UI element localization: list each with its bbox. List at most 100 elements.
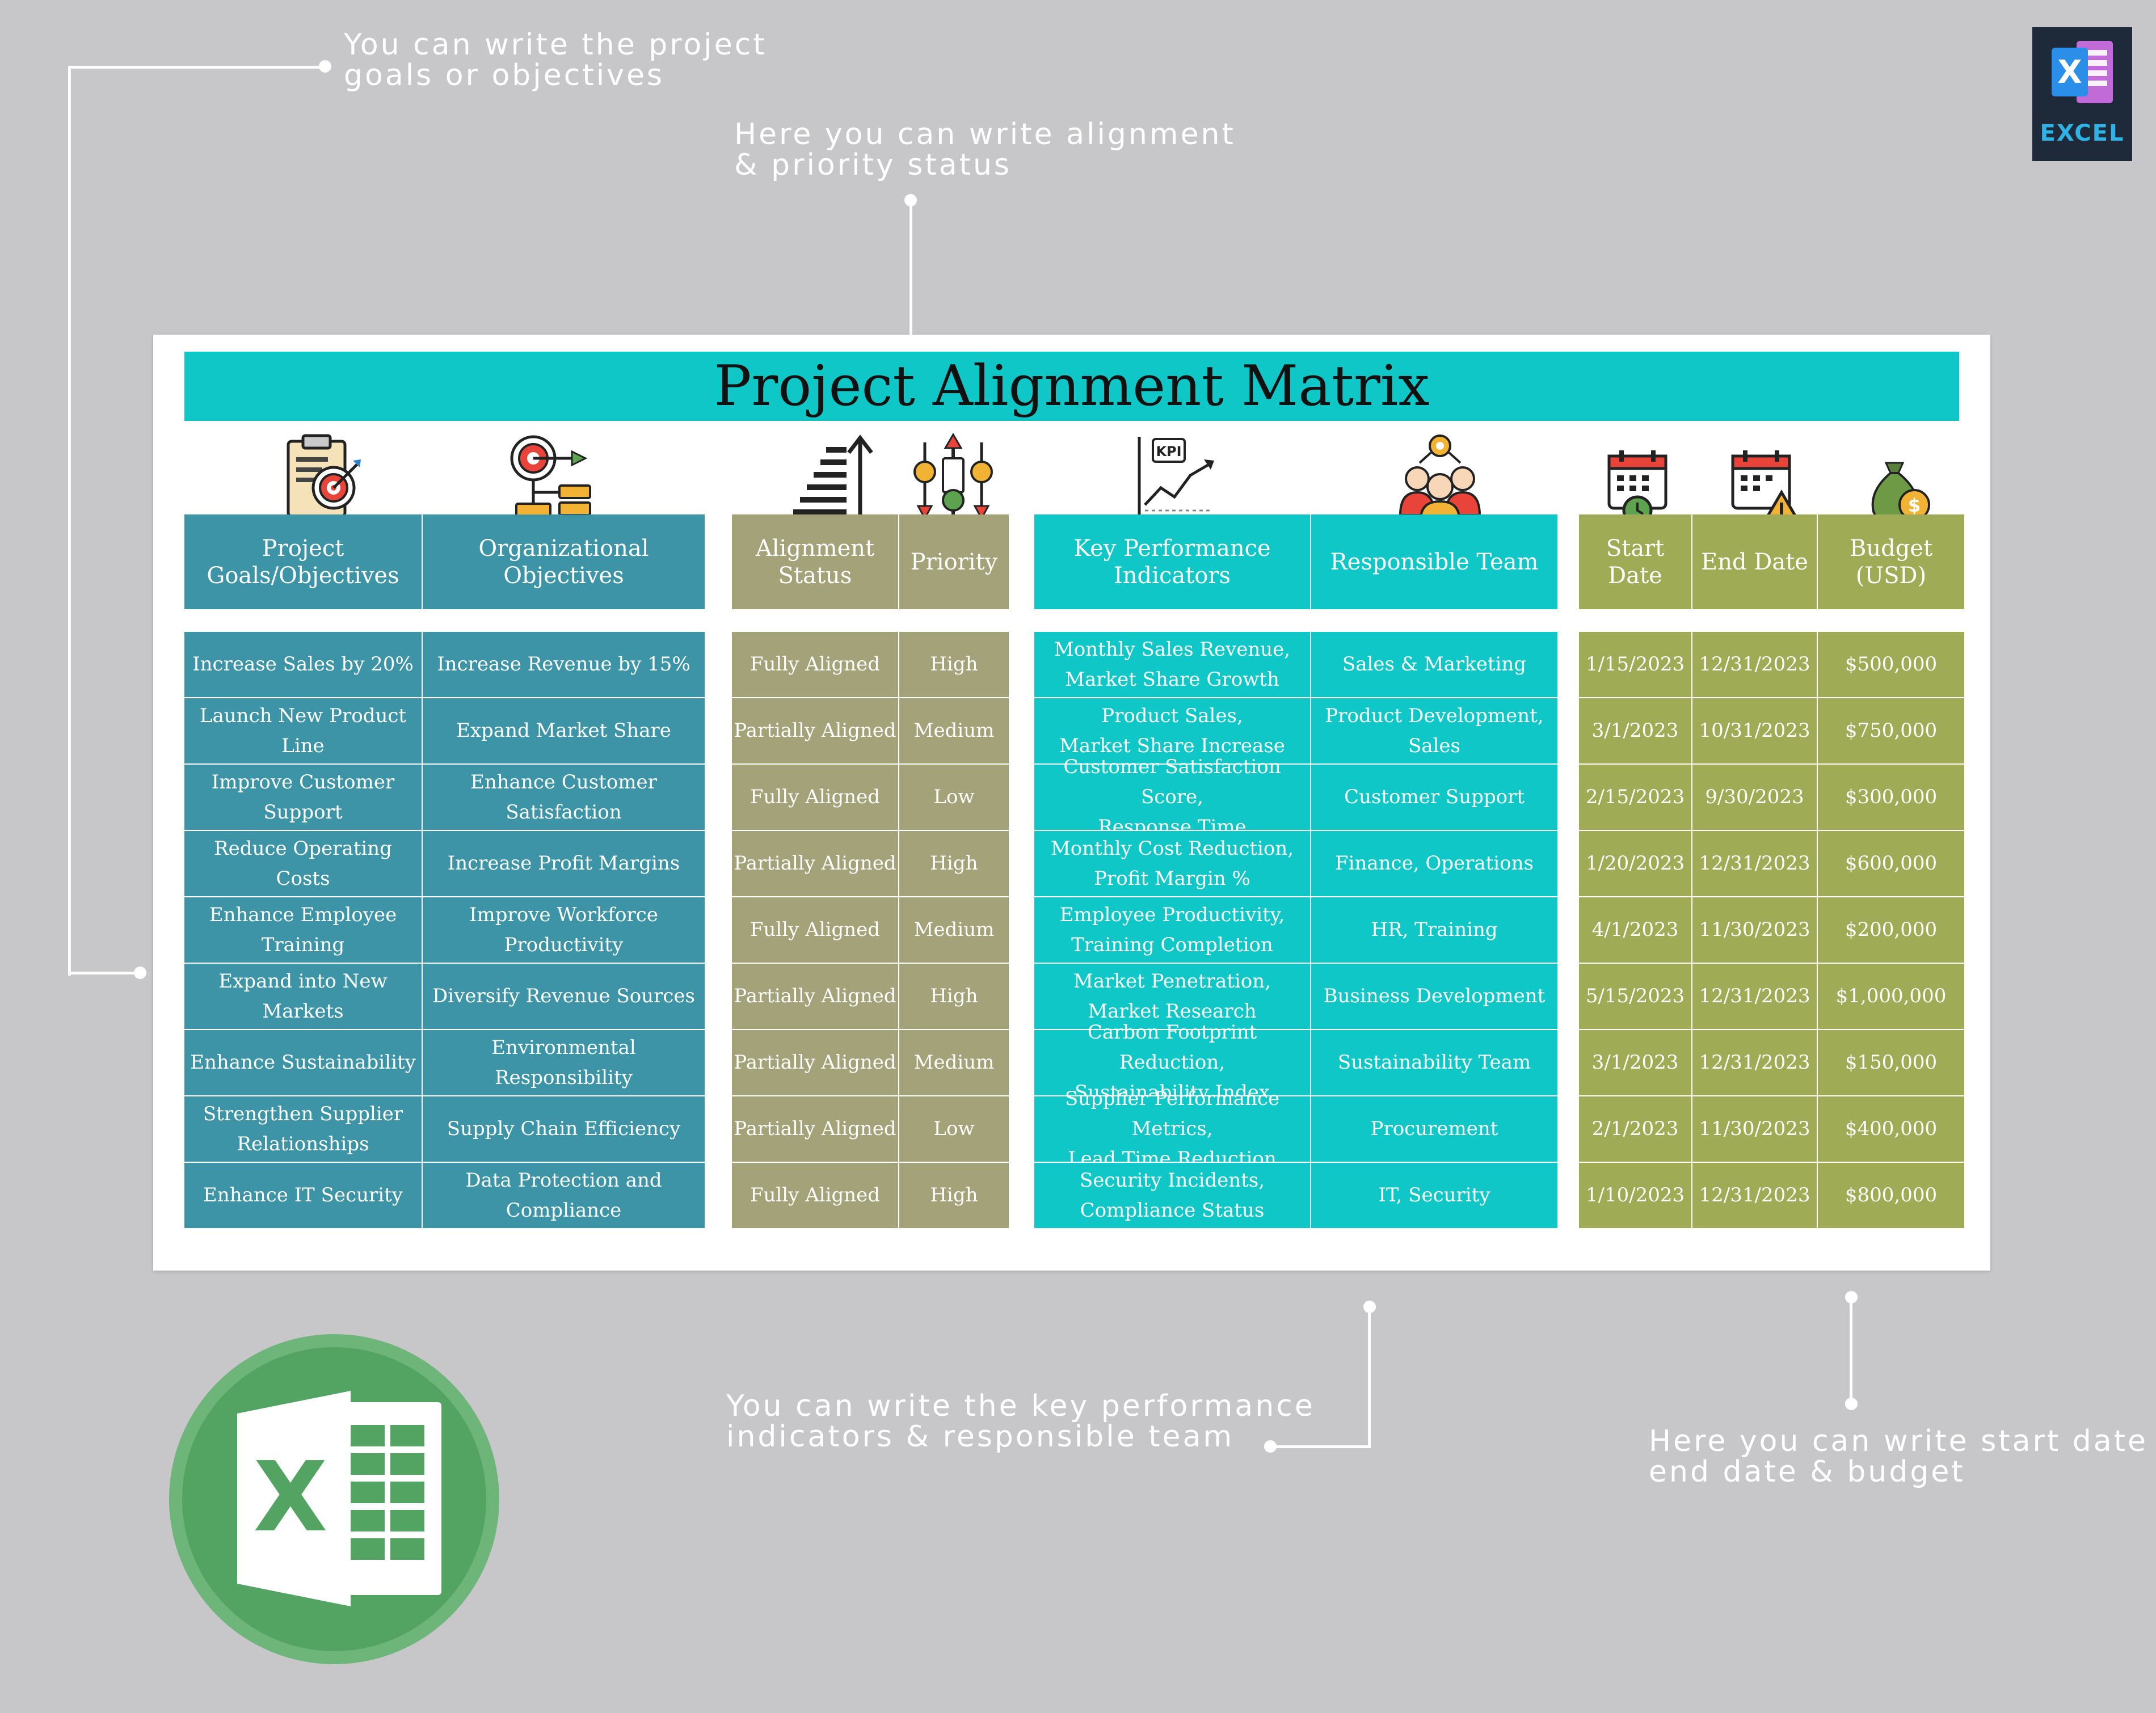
callout-alignment-line1: Here you can write alignment xyxy=(734,117,1236,151)
priority-cell: Medium xyxy=(899,698,1009,763)
priority-cell: Medium xyxy=(899,1030,1009,1095)
responsible-team-cell: HR, Training xyxy=(1311,897,1557,963)
end-date-cell: 12/31/2023 xyxy=(1692,632,1817,697)
alignment-status-cell: Partially Aligned xyxy=(732,964,898,1029)
start-date-cell: 3/1/2023 xyxy=(1579,1030,1691,1095)
calendar-clock-icon xyxy=(1607,450,1667,526)
connector-line xyxy=(1270,1445,1371,1448)
excel-tile-icon: X xyxy=(2052,41,2113,103)
svg-text:X: X xyxy=(2057,54,2082,91)
org-objective-cell: Diversify Revenue Sources xyxy=(423,964,705,1029)
budget-cell: $750,000 xyxy=(1818,698,1964,763)
connector-line xyxy=(68,66,325,69)
alignment-status-cell: Partially Aligned xyxy=(732,1096,898,1162)
money-bag-icon: $ xyxy=(1871,462,1930,525)
start-date-cell: 4/1/2023 xyxy=(1579,897,1691,963)
priority-cell: High xyxy=(899,964,1009,1029)
kpi-cell: Security Incidents, Compliance Status xyxy=(1034,1163,1310,1228)
responsible-team-cell: Sustainability Team xyxy=(1311,1030,1557,1095)
org-objective-cell: Expand Market Share xyxy=(423,698,705,763)
alignment-status-cell: Fully Aligned xyxy=(732,765,898,830)
priority-rank-icon xyxy=(913,433,993,521)
budget-cell: $300,000 xyxy=(1818,765,1964,830)
start-date-cell: 1/15/2023 xyxy=(1579,632,1691,697)
budget-cell: $500,000 xyxy=(1818,632,1964,697)
end-date-cell: 12/31/2023 xyxy=(1692,831,1817,896)
header-organizational-objectives: Organizational Objectives xyxy=(423,514,705,609)
end-date-cell: 10/31/2023 xyxy=(1692,698,1817,763)
priority-cell: High xyxy=(899,1163,1009,1228)
connector-line xyxy=(68,972,141,974)
callout-dates-line1: Here you can write start date xyxy=(1649,1424,2149,1458)
callout-alignment-line2: & priority status xyxy=(734,148,1012,182)
end-date-cell: 12/31/2023 xyxy=(1692,964,1817,1029)
priority-cell: High xyxy=(899,831,1009,896)
goal-cell: Expand into New Markets xyxy=(184,964,422,1029)
goal-cell: Launch New Product Line xyxy=(184,698,422,763)
connector-dot xyxy=(134,967,146,979)
callout-dates-line2: end date & budget xyxy=(1649,1455,1965,1489)
budget-cell: $1,000,000 xyxy=(1818,964,1964,1029)
connector-line xyxy=(1850,1297,1852,1408)
responsible-team-cell: Procurement xyxy=(1311,1096,1557,1162)
header-kpi: Key Performance Indicators xyxy=(1034,514,1310,609)
callout-kpi-line1: You can write the key performance xyxy=(726,1389,1315,1423)
header-alignment-status: Alignment Status xyxy=(732,514,898,609)
responsible-team-cell: Customer Support xyxy=(1311,765,1557,830)
end-date-cell: 11/30/2023 xyxy=(1692,1096,1817,1162)
callout-goals: You can write the project goals or objec… xyxy=(344,29,767,91)
goal-cell: Enhance IT Security xyxy=(184,1163,422,1228)
budget-cell: $150,000 xyxy=(1818,1030,1964,1095)
excel-logo-icon: X xyxy=(169,1334,499,1664)
connector-dot xyxy=(1845,1398,1858,1410)
kpi-cell: Monthly Cost Reduction, Profit Margin % xyxy=(1034,831,1310,896)
svg-text:X: X xyxy=(253,1441,327,1554)
start-date-cell: 5/15/2023 xyxy=(1579,964,1691,1029)
end-date-cell: 11/30/2023 xyxy=(1692,897,1817,963)
alignment-status-cell: Partially Aligned xyxy=(732,698,898,763)
title-bar: Project Alignment Matrix xyxy=(184,352,1959,421)
connector-dot xyxy=(319,60,331,73)
kpi-cell: Carbon Footprint Reduction, Sustainabili… xyxy=(1034,1021,1310,1104)
connector-line xyxy=(909,200,912,335)
org-objective-cell: Improve Workforce Productivity xyxy=(423,897,705,963)
priority-cell: Medium xyxy=(899,897,1009,963)
responsible-team-cell: Product Development, Sales xyxy=(1311,698,1557,763)
kpi-cell: Customer Satisfaction Score, Response Ti… xyxy=(1034,756,1310,838)
callout-goals-line2: goals or objectives xyxy=(344,58,665,92)
alignment-status-cell: Partially Aligned xyxy=(732,831,898,896)
budget-cell: $800,000 xyxy=(1818,1163,1964,1228)
callout-dates: Here you can write start date end date &… xyxy=(1649,1426,2148,1487)
goal-cell: Enhance Employee Training xyxy=(184,897,422,963)
budget-cell: $200,000 xyxy=(1818,897,1964,963)
callout-alignment: Here you can write alignment & priority … xyxy=(734,119,1236,180)
org-objective-cell: Increase Profit Margins xyxy=(423,831,705,896)
kpi-cell: Supplier Performance Metrics, Lead Time … xyxy=(1034,1087,1310,1170)
callout-goals-line1: You can write the project xyxy=(344,28,767,62)
bars-arrow-up-icon xyxy=(793,434,873,516)
clipboard-target-icon xyxy=(287,434,361,518)
target-network-icon xyxy=(510,435,591,518)
page-title: Project Alignment Matrix xyxy=(714,354,1430,419)
budget-cell: $600,000 xyxy=(1818,831,1964,896)
kpi-chart-icon: KPI xyxy=(1138,437,1216,518)
callout-kpi: You can write the key performance indica… xyxy=(726,1391,1315,1452)
header-project-goals: Project Goals/Objectives xyxy=(184,514,422,609)
priority-cell: Low xyxy=(899,1096,1009,1162)
header-budget: Budget (USD) xyxy=(1818,514,1964,609)
alignment-status-cell: Partially Aligned xyxy=(732,1030,898,1095)
kpi-cell: Market Penetration, Market Research xyxy=(1034,964,1310,1029)
header-end-date: End Date xyxy=(1692,514,1817,609)
alignment-status-cell: Fully Aligned xyxy=(732,632,898,697)
matrix-sheet: Project Alignment Matrix xyxy=(153,335,1990,1271)
goal-cell: Enhance Sustainability xyxy=(184,1030,422,1095)
svg-text:KPI: KPI xyxy=(1156,444,1181,459)
end-date-cell: 12/31/2023 xyxy=(1692,1163,1817,1228)
connector-dot xyxy=(1264,1440,1277,1453)
alignment-status-cell: Fully Aligned xyxy=(732,897,898,963)
kpi-cell: Monthly Sales Revenue, Market Share Grow… xyxy=(1034,632,1310,697)
start-date-cell: 1/10/2023 xyxy=(1579,1163,1691,1228)
callout-kpi-line2: indicators & responsible team xyxy=(726,1420,1235,1454)
org-objective-cell: Increase Revenue by 15% xyxy=(423,632,705,697)
kpi-cell: Product Sales, Market Share Increase xyxy=(1034,698,1310,763)
